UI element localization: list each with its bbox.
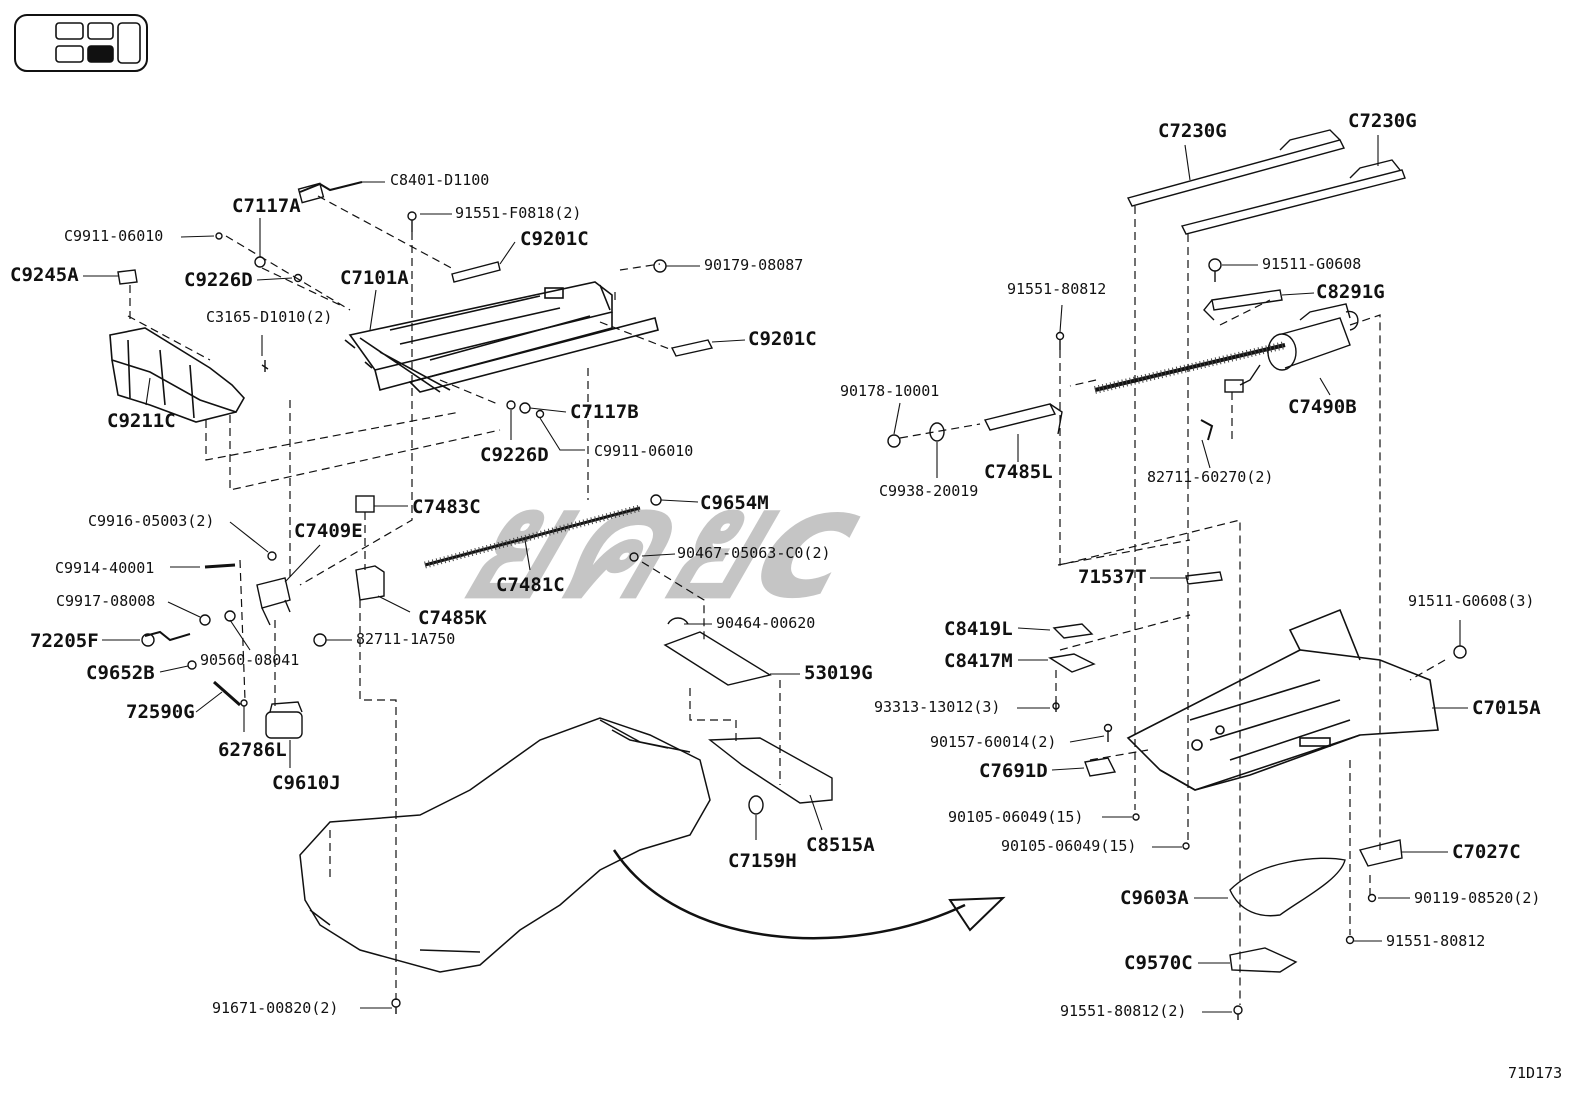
label-82711-60270: 82711-60270(2) [1147, 468, 1274, 486]
label-c7230g-left: C7230G [1158, 120, 1227, 142]
label-90464-00620: 90464-00620 [716, 614, 816, 632]
label-90105-06049-b: 90105-06049(15) [1001, 837, 1137, 855]
label-c7409e: C7409E [294, 520, 363, 542]
shield-c9603a [1229, 857, 1346, 917]
rail-c9201c-upper [451, 261, 501, 283]
label-90157-60014: 90157-60014(2) [930, 733, 1057, 751]
label-c9570c: C9570C [1124, 952, 1193, 974]
label-c9911-06010-lower: C9911-06010 [594, 442, 694, 460]
label-c7485l: C7485L [984, 461, 1053, 483]
shield-c8515a [708, 737, 833, 804]
label-53019g: 53019G [804, 662, 873, 684]
label-c7101a: C7101A [340, 267, 409, 289]
label-91671-00820: 91671-00820(2) [212, 999, 339, 1017]
label-c7015a: C7015A [1472, 697, 1541, 719]
label-91551-80812-top: 91551-80812 [1007, 280, 1107, 298]
label-c9652b: C9652B [86, 662, 155, 684]
label-93313-13012: 93313-13012(3) [874, 698, 1001, 716]
label-c8291g: C8291G [1316, 281, 1385, 303]
leader-lines [83, 135, 1468, 1013]
rail-c9201c-lower [670, 339, 714, 357]
label-c7230g-right: C7230G [1348, 110, 1417, 132]
label-c7485k: C7485K [418, 607, 487, 629]
label-c8401-d1100: C8401-D1100 [390, 171, 490, 189]
motor-c9610j [265, 701, 303, 739]
label-c8515a: C8515A [806, 834, 875, 856]
label-c7117a: C7117A [232, 195, 301, 217]
block-c7483c [355, 495, 375, 513]
label-91551-80812-mid: 91551-80812 [1386, 932, 1486, 950]
label-c7483c: C7483C [412, 496, 481, 518]
rail-c7230g [1126, 129, 1406, 235]
label-90560-08041: 90560-08041 [200, 651, 300, 669]
label-72590g: 72590G [126, 701, 195, 723]
label-90467-05063-c0: 90467-05063-C0(2) [677, 544, 831, 562]
label-c7027c: C7027C [1452, 841, 1521, 863]
label-c9201c-upper: C9201C [520, 228, 589, 250]
label-c9245a: C9245A [10, 264, 79, 286]
label-c9211c: C9211C [107, 410, 176, 432]
floor-outline [299, 717, 711, 973]
label-c7159h: C7159H [728, 850, 797, 872]
assembly-arrow [612, 849, 966, 940]
label-90179-08087: 90179-08087 [704, 256, 804, 274]
lead-screw [424, 504, 641, 569]
label-91511-g0608: 91511-G0608 [1262, 255, 1362, 273]
label-c9654m: C9654M [700, 492, 769, 514]
label-c9201c-lower: C9201C [748, 328, 817, 350]
label-c7691d: C7691D [979, 760, 1048, 782]
label-c9603a: C9603A [1120, 887, 1189, 909]
label-91551-f0818: 91551-F0818(2) [455, 204, 582, 222]
page-code: 71D173 [1508, 1064, 1563, 1082]
label-c7481c: C7481C [496, 574, 565, 596]
motor-c7490b [1094, 303, 1359, 394]
label-c9917-08008: C9917-08008 [56, 592, 156, 610]
cover-53019g [663, 631, 772, 686]
label-c9226d-upper: C9226D [184, 269, 253, 291]
label-90178-10001: 90178-10001 [840, 382, 940, 400]
label-90119-08520: 90119-08520(2) [1414, 889, 1541, 907]
frame-c7015a [1126, 608, 1439, 791]
label-71537t: 71537T [1078, 566, 1147, 588]
label-c3165-d1010: C3165-D1010(2) [206, 308, 333, 326]
side-shield [109, 327, 245, 423]
label-c9914-40001: C9914-40001 [55, 559, 155, 577]
label-c9610j: C9610J [272, 772, 341, 794]
label-c9938-20019: C9938-20019 [879, 482, 979, 500]
label-91551-80812-bottom: 91551-80812(2) [1060, 1002, 1187, 1020]
seat-position-icon [14, 14, 148, 72]
label-90105-06049-a: 90105-06049(15) [948, 808, 1084, 826]
label-c9226d-lower: C9226D [480, 444, 549, 466]
seat-frame [344, 281, 659, 393]
label-c8417m: C8417M [944, 650, 1013, 672]
label-c8419l: C8419L [944, 618, 1013, 640]
label-72205f: 72205F [30, 630, 99, 652]
label-c9916-05003: C9916-05003(2) [88, 512, 215, 530]
label-62786l: 62786L [218, 739, 287, 761]
label-91511-g0608-3: 91511-G0608(3) [1408, 592, 1535, 610]
label-82711-1a750: 82711-1A750 [356, 630, 456, 648]
label-c9911-06010-upper: C9911-06010 [64, 227, 164, 245]
assembly-guides [127, 195, 1446, 1005]
label-c7117b: C7117B [570, 401, 639, 423]
label-c7490b: C7490B [1288, 396, 1357, 418]
